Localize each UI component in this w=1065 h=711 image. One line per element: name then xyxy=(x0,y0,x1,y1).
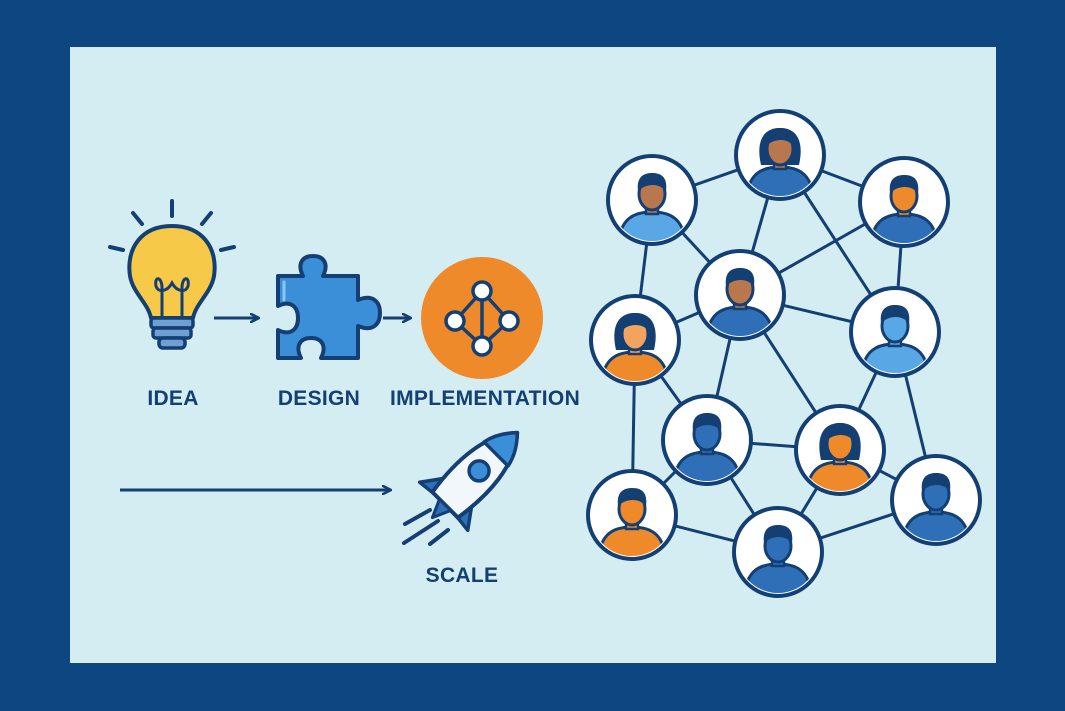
person-icon xyxy=(589,294,681,386)
rocket-icon xyxy=(402,430,520,546)
people-layer xyxy=(586,109,982,598)
lightbulb-icon xyxy=(108,199,236,350)
puzzle-piece-icon xyxy=(276,254,382,360)
panel-background xyxy=(70,47,996,663)
step-label-idea: IDEA xyxy=(147,387,199,410)
person-icon xyxy=(694,249,786,341)
step-label-scale: SCALE xyxy=(425,564,499,587)
person-icon xyxy=(858,156,950,248)
person-icon xyxy=(586,469,678,561)
person-icon xyxy=(606,154,698,246)
step-label-implementation: IMPLEMENTATION xyxy=(389,387,581,410)
person-icon xyxy=(661,394,753,486)
step-label-design: DESIGN xyxy=(277,387,361,410)
person-icon xyxy=(732,506,824,598)
person-icon xyxy=(794,404,886,496)
person-icon xyxy=(890,454,982,546)
person-icon xyxy=(849,286,941,378)
person-icon xyxy=(734,109,826,201)
network-node-icon xyxy=(421,257,543,379)
people-network xyxy=(586,109,982,598)
